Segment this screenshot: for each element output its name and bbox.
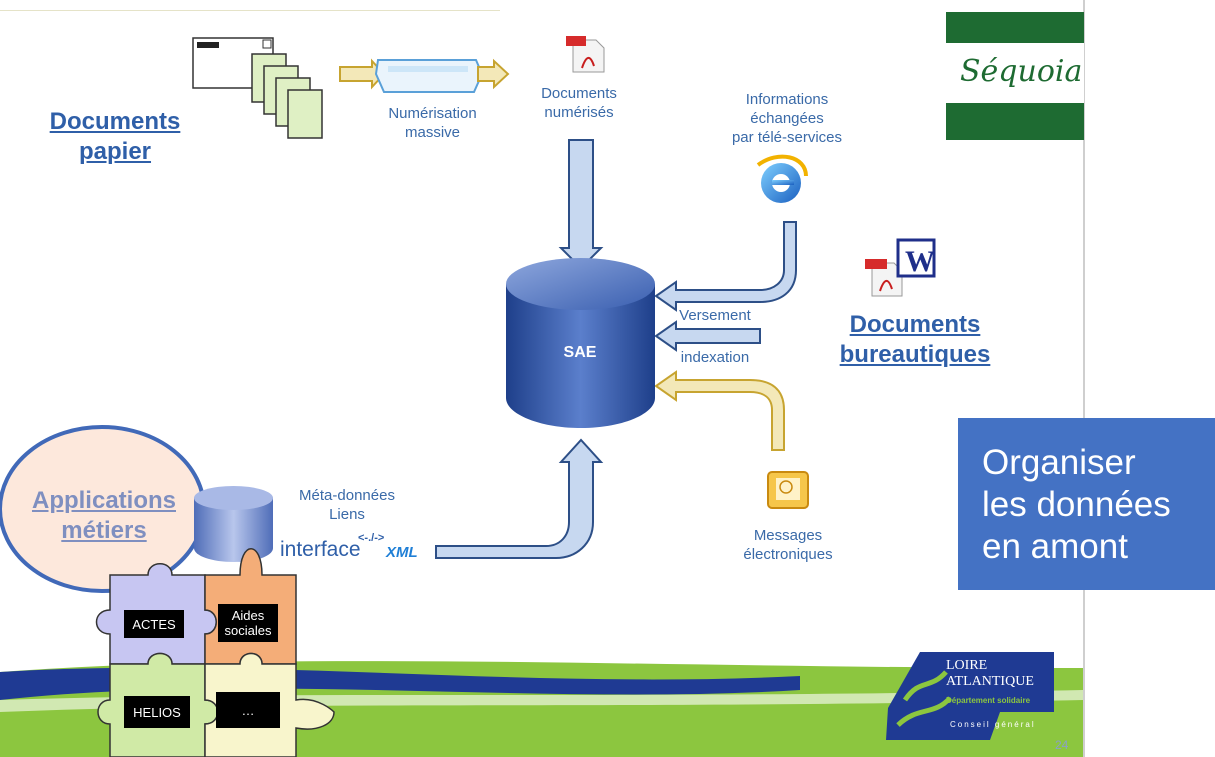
departement-text: Département solidaire: [946, 696, 1031, 705]
documents-papier-line1: Documents: [49, 108, 181, 135]
interface-label: interface: [280, 538, 361, 561]
internet-explorer-icon: [756, 154, 808, 203]
arrow-teleservices-to-sae: [654, 221, 797, 312]
organiser-line2: les données: [982, 485, 1171, 524]
loire-line2: ATLANTIQUE: [946, 674, 1034, 689]
informations-label: Informations échangées par télé-services: [712, 90, 862, 147]
arrow-interface-to-sae: [435, 438, 604, 559]
informations-line2: échangées: [750, 110, 824, 127]
top-rule: [0, 10, 500, 11]
sequoia-logo: Séquoia: [946, 12, 1084, 140]
metadonnees-line2: Liens: [329, 506, 365, 523]
arrow-versement: [654, 320, 761, 352]
puzzle-aides-sociales: Aides sociales: [218, 604, 278, 642]
puzzle-etc: …: [216, 692, 280, 728]
indexation-label: indexation: [680, 349, 750, 366]
documents-bureautiques-line2: bureautiques: [839, 341, 991, 368]
conseil-text: Conseil général: [950, 720, 1036, 729]
metadonnees-line1: Méta-données: [299, 487, 395, 504]
sequoia-text: Séquoia: [960, 54, 1083, 89]
sae-database: [506, 258, 655, 428]
pdf-word-icons: W: [865, 238, 936, 297]
documents-numerises-line2: numérisés: [544, 104, 614, 121]
sae-label: SAE: [563, 344, 597, 361]
scanner-icon: [374, 59, 484, 93]
documents-papier-link[interactable]: Documents papier: [30, 107, 200, 167]
puzzle-aides-line2: sociales: [224, 623, 272, 638]
messages-line1: Messages: [753, 527, 823, 544]
loire-text: LOIRE ATLANTIQUE: [946, 658, 1034, 690]
loire-line1: LOIRE: [946, 658, 988, 673]
numerisation-line2: massive: [404, 124, 460, 141]
sequoia-band: [946, 43, 1084, 103]
paper-stack-icon: [192, 37, 323, 139]
numerisation-label: Numérisation massive: [370, 104, 495, 142]
puzzle-helios: HELIOS: [124, 696, 190, 728]
organiser-callout: Organiser les données en amont: [958, 418, 1215, 590]
documents-numerises-label: Documents numérisés: [524, 84, 634, 122]
documents-bureautiques-line1: Documents: [849, 311, 981, 338]
versement-label: Versement: [679, 307, 751, 324]
page-number: 24: [1055, 738, 1069, 752]
organiser-line3: en amont: [982, 527, 1128, 566]
svg-text:W: W: [905, 245, 935, 278]
messages-label: Messages électroniques: [718, 526, 858, 564]
arrow-scan-to-sae: [558, 139, 604, 270]
numerisation-line1: Numérisation: [388, 105, 477, 122]
gold-arrow-from-scanner: [477, 58, 510, 90]
documents-papier-line2: papier: [78, 138, 152, 165]
puzzle-actes: ACTES: [124, 610, 184, 638]
messages-line2: électroniques: [743, 546, 833, 563]
informations-line3: par télé-services: [731, 129, 843, 146]
loire-atlantique-logo: [886, 652, 1054, 740]
metadonnees-label: Méta-données Liens: [286, 486, 408, 524]
documents-numerises-line1: Documents: [541, 85, 617, 102]
right-divider: [1083, 0, 1085, 757]
xml-label: XML: [386, 544, 418, 561]
puzzle-aides-line1: Aides: [231, 608, 265, 623]
applications-metiers-line2: métiers: [61, 517, 147, 544]
organiser-line1: Organiser: [982, 443, 1136, 482]
applications-metiers-line1: Applications: [31, 487, 176, 514]
xml-tag-label: <-./->: [358, 532, 385, 544]
app-database: [194, 486, 273, 562]
messages-icon: [767, 471, 809, 509]
informations-line1: Informations: [745, 91, 829, 108]
applications-metiers-link[interactable]: Applications métiers: [14, 486, 194, 546]
pdf-icon: [566, 36, 605, 73]
arrow-messages-to-sae: [654, 370, 785, 451]
documents-bureautiques-link[interactable]: Documents bureautiques: [826, 310, 1004, 370]
